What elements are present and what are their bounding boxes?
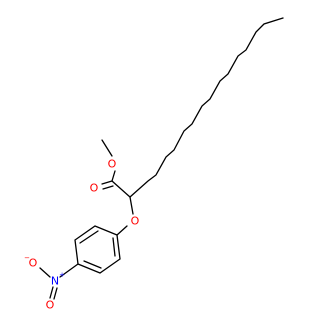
charge-n-plus: + bbox=[59, 271, 65, 279]
bond-alpha-etherO bbox=[129, 196, 134, 215]
bond-etherO-ring bbox=[116, 225, 128, 236]
bond-N-O-lower-2 bbox=[53, 287, 58, 300]
bond-carbonyl-double-2 bbox=[102, 185, 114, 190]
bond-N-O-lower-1 bbox=[49, 286, 54, 299]
ring-inner-double-1 bbox=[79, 230, 99, 244]
atom-o-nitro-lower: O bbox=[46, 299, 55, 312]
atom-o-methoxy: O bbox=[108, 158, 117, 171]
atom-n-nitro: N bbox=[51, 275, 59, 288]
ether-link bbox=[116, 196, 134, 236]
molecule-structure: O O O N + O − O bbox=[24, 17, 284, 312]
atom-o-carbonyl: O bbox=[90, 182, 99, 195]
bond-N-O-upper bbox=[39, 267, 51, 278]
charge-o-minus: − bbox=[24, 254, 30, 262]
benzene-ring bbox=[74, 225, 121, 274]
atom-o-nitro-upper: O bbox=[29, 257, 38, 270]
ring-inner-double-3 bbox=[112, 237, 116, 257]
bond-carbonyl-methoxyO bbox=[111, 170, 116, 182]
ring-inner-double-2 bbox=[83, 260, 102, 269]
atom-o-ether: O bbox=[131, 215, 140, 228]
bond-alpha-carbonyl bbox=[111, 180, 131, 198]
alkyl-chain-bonds bbox=[129, 17, 284, 198]
nitro-group bbox=[39, 263, 79, 300]
bond-carbonyl-double-1 bbox=[101, 180, 113, 185]
atom-labels: O O O N + O − O bbox=[24, 158, 140, 312]
bond-ring-N bbox=[59, 263, 79, 278]
ester-group bbox=[101, 139, 131, 198]
alkyl-chain bbox=[129, 17, 284, 198]
bond-methoxyO-methyl bbox=[101, 139, 113, 157]
